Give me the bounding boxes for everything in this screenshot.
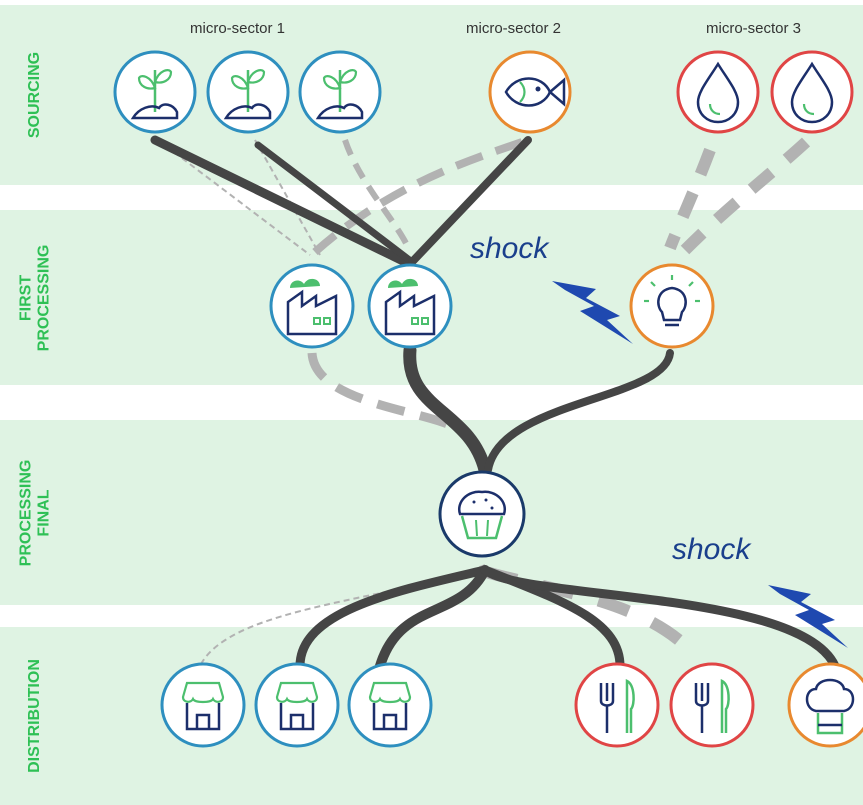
water-drop-icon [676, 50, 760, 134]
shock-label-top: shock [470, 232, 549, 265]
strong-links [150, 135, 840, 671]
shop-icon [160, 662, 246, 748]
weak-links [157, 137, 811, 667]
water-drop-icon [770, 50, 854, 134]
fork-knife-icon [574, 662, 660, 748]
sector-label-3: micro-sector 3 [706, 20, 802, 37]
lightbulb-icon [629, 263, 715, 349]
muffin-icon [438, 470, 526, 558]
plant-icon [206, 50, 290, 134]
chef-hat-icon [787, 662, 863, 748]
factory-icon [367, 263, 453, 349]
shock-bolt-icon [552, 281, 633, 344]
fork-knife-icon [669, 662, 755, 748]
sector-label-2: micro-sector 2 [466, 20, 562, 37]
plant-icon [113, 50, 197, 134]
sector-label-1: micro-sector 1 [190, 20, 286, 37]
fish-icon [488, 50, 572, 134]
shock-label-bottom: shock [672, 533, 751, 566]
band-final-processing [0, 420, 863, 605]
shock-bolt-icon [768, 585, 848, 648]
factory-icon [269, 263, 355, 349]
plant-icon [298, 50, 382, 134]
shop-icon [347, 662, 433, 748]
shop-icon [254, 662, 340, 748]
